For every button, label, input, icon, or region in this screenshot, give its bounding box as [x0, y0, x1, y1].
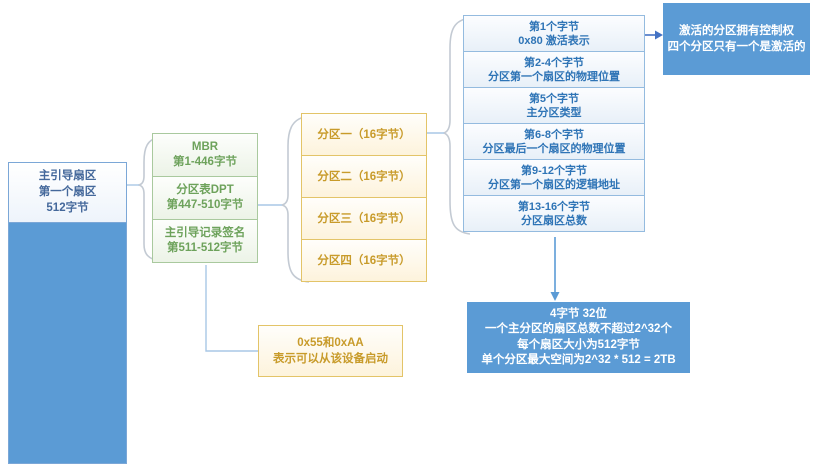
- boot-sector-label: 主引导扇区 第一个扇区 512字节: [9, 163, 126, 223]
- partition-2-label: 分区二（16字节）: [317, 170, 411, 183]
- active-partition-note: 激活的分区拥有控制权 四个分区只有一个是激活的: [663, 3, 810, 75]
- entry-byte2-4-title: 第2-4个字节: [524, 56, 584, 69]
- partition-3-label: 分区三（16字节）: [317, 212, 411, 225]
- boot-signature-note: 0x55和0xAA 表示可以从该设备启动: [258, 325, 403, 377]
- partition-capacity-note: 4字节 32位 一个主分区的扇区总数不超过2^32个 每个扇区大小为512字节 …: [467, 302, 690, 373]
- boot-sector-line3: 512字节: [46, 202, 89, 214]
- arrow-entry-to-active-head: [655, 30, 663, 40]
- dpt-cell: 分区表DPT 第447-510字节: [152, 176, 258, 220]
- entry-byte2-4-cell: 第2-4个字节 分区第一个扇区的物理位置: [463, 51, 645, 88]
- capacity-note-line3: 每个扇区大小为512字节: [517, 338, 640, 351]
- entry-byte1-desc: 0x80 激活表示: [518, 34, 590, 47]
- entry-byte5-desc: 主分区类型: [526, 106, 582, 119]
- signature-range: 第511-512字节: [166, 242, 244, 254]
- partition-4-label: 分区四（16字节）: [317, 254, 411, 267]
- partition-4-cell: 分区四（16字节）: [301, 239, 427, 282]
- entry-byte13-16-cell: 第13-16个字节 分区扇区总数: [463, 195, 645, 232]
- signature-note-line1: 0x55和0xAA: [297, 337, 364, 349]
- entry-byte2-4-desc: 分区第一个扇区的物理位置: [488, 70, 620, 83]
- partition-1-label: 分区一（16字节）: [317, 128, 411, 141]
- entry-byte13-16-title: 第13-16个字节: [517, 200, 591, 213]
- active-note-line2: 四个分区只有一个是激活的: [667, 41, 806, 53]
- partition-entry-stack: 第1个字节 0x80 激活表示 第2-4个字节 分区第一个扇区的物理位置 第5个…: [463, 15, 645, 232]
- entry-byte6-8-title: 第6-8个字节: [524, 128, 584, 141]
- entry-byte5-title: 第5个字节: [528, 92, 580, 105]
- dpt-range: 第447-510字节: [166, 199, 244, 211]
- entry-byte1-cell: 第1个字节 0x80 激活表示: [463, 15, 645, 52]
- signature-cell: 主引导记录签名 第511-512字节: [152, 219, 258, 263]
- entry-byte9-12-cell: 第9-12个字节 分区第一个扇区的逻辑地址: [463, 159, 645, 196]
- mbr-code-range: 第1-446字节: [173, 156, 237, 168]
- signature-note-line2: 表示可以从该设备启动: [273, 353, 388, 365]
- signature-title: 主引导记录签名: [164, 227, 246, 239]
- entry-byte6-8-desc: 分区最后一个扇区的物理位置: [482, 142, 626, 155]
- capacity-note-line1: 4字节 32位: [550, 307, 607, 320]
- entry-byte9-12-title: 第9-12个字节: [520, 164, 588, 177]
- active-note-line1: 激活的分区拥有控制权: [679, 25, 794, 37]
- partition-3-cell: 分区三（16字节）: [301, 197, 427, 240]
- mbr-layout-stack: MBR 第1-446字节 分区表DPT 第447-510字节 主引导记录签名 第…: [152, 133, 258, 263]
- link-signature-to-note: [205, 265, 258, 352]
- capacity-note-line2: 一个主分区的扇区总数不超过2^32个: [485, 323, 672, 335]
- boot-sector-node: 主引导扇区 第一个扇区 512字节: [8, 162, 127, 464]
- partition-2-cell: 分区二（16字节）: [301, 155, 427, 198]
- partition-table-stack: 分区一（16字节） 分区二（16字节） 分区三（16字节） 分区四（16字节）: [301, 113, 427, 282]
- entry-byte6-8-cell: 第6-8个字节 分区最后一个扇区的物理位置: [463, 123, 645, 160]
- entry-byte5-cell: 第5个字节 主分区类型: [463, 87, 645, 124]
- mbr-code-cell: MBR 第1-446字节: [152, 133, 258, 177]
- capacity-note-line4: 单个分区最大空间为2^32 * 512 = 2TB: [481, 354, 676, 366]
- boot-sector-line2: 第一个扇区: [38, 186, 97, 198]
- boot-sector-line1: 主引导扇区: [38, 170, 97, 182]
- entry-byte1-title: 第1个字节: [528, 20, 580, 33]
- mbr-code-title: MBR: [191, 141, 219, 153]
- boot-sector-body: [9, 223, 126, 463]
- entry-byte13-16-desc: 分区扇区总数: [521, 214, 587, 227]
- dpt-title: 分区表DPT: [176, 184, 234, 196]
- arrow-entry-to-capacity-head: [550, 292, 560, 301]
- partition-1-cell: 分区一（16字节）: [301, 113, 427, 156]
- entry-byte9-12-desc: 分区第一个扇区的逻辑地址: [488, 178, 620, 191]
